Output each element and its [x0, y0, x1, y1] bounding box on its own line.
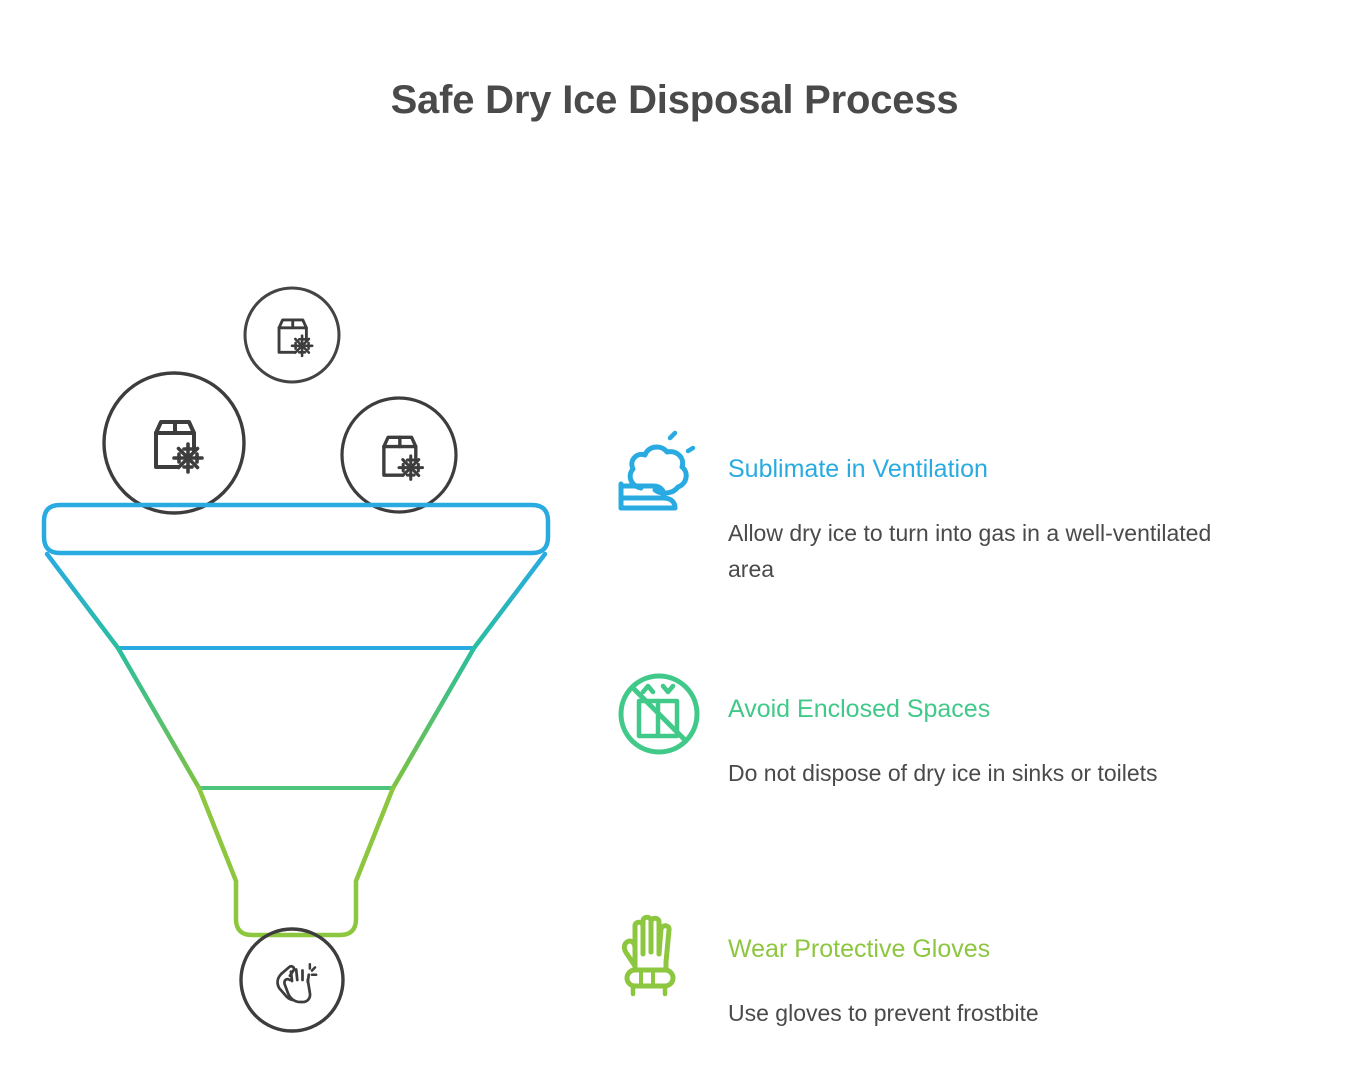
protective-glove-icon	[613, 908, 705, 1000]
page-title: Safe Dry Ice Disposal Process	[390, 78, 959, 122]
step-heading: Wear Protective Gloves	[728, 935, 991, 963]
dry-ice-box-icon-top	[243, 286, 341, 384]
step-description: Do not dispose of dry ice in sinks or to…	[728, 760, 1158, 786]
step-description: Allow dry ice to turn into gas in a well…	[728, 520, 1212, 582]
step-description: Use gloves to prevent frostbite	[728, 1000, 1039, 1026]
step-heading: Sublimate in Ventilation	[728, 455, 988, 483]
funnel-diagram	[0, 240, 600, 1070]
funnel-stage-sublimate	[41, 502, 551, 651]
step-heading: Avoid Enclosed Spaces	[728, 695, 991, 723]
clapping-hands-icon	[239, 927, 345, 1033]
ventilation-cloud-icon	[613, 428, 705, 520]
dry-ice-box-icon-left	[102, 371, 246, 515]
dry-ice-box-icon-right	[340, 396, 458, 514]
no-elevator-icon	[613, 668, 705, 760]
funnel-stage-avoid-enclosed	[115, 645, 477, 791]
funnel-graphic	[41, 286, 551, 1033]
funnel-stage-gloves	[196, 785, 396, 938]
